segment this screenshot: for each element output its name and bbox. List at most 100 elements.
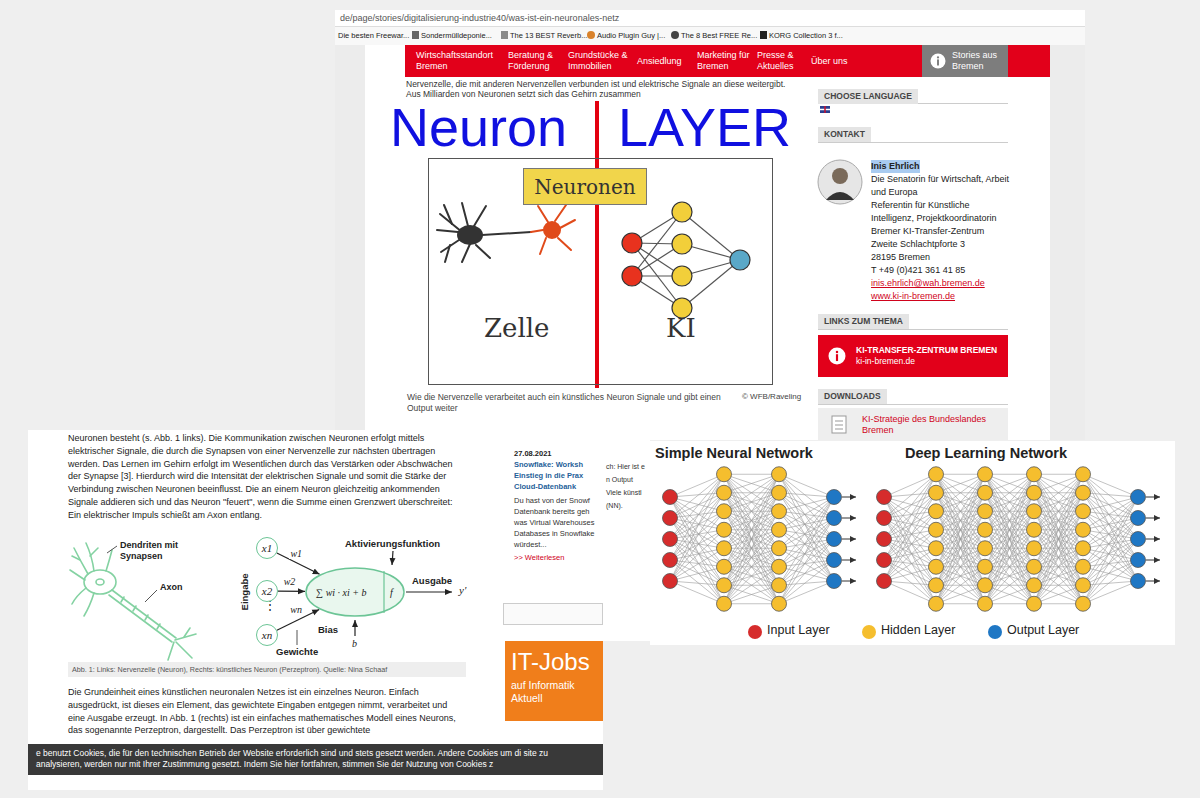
network-link: [724, 511, 779, 604]
network-neuron: [1076, 485, 1091, 500]
weight-label: w1: [289, 548, 303, 559]
network-link: [1083, 539, 1138, 585]
sidebar-teaser-text: würdest...: [514, 540, 547, 549]
drawing-line: [157, 624, 160, 629]
figure-label: Aktivierungsfunktion: [345, 538, 440, 550]
network-neuron: [877, 553, 892, 568]
network-link: [1034, 548, 1083, 604]
network-link: [779, 474, 834, 497]
network-link: [985, 548, 1034, 604]
network-link: [884, 497, 936, 511]
network-link: [779, 560, 834, 585]
network-neuron: [978, 522, 993, 537]
drawing-path: [437, 230, 458, 232]
network-neuron: [1076, 504, 1091, 519]
network-neuron: [663, 532, 678, 547]
drawing-line: [835, 421, 843, 422]
network-link: [1083, 518, 1138, 604]
nav-item: Wirtschaftsstandort Bremen: [416, 50, 502, 72]
network-neuron: [827, 532, 842, 547]
link-box: KI-TRANSFER-ZENTRUM BREMENki-in-bremen.d…: [818, 335, 1008, 377]
contact-line: Referentin für Künstliche Intelligenz, P…: [871, 199, 1011, 238]
network-neuron: [929, 541, 944, 556]
drawing-path: [538, 206, 548, 222]
overlay-title: LAYER: [618, 100, 791, 154]
network-link: [779, 497, 834, 604]
network-link: [670, 474, 724, 539]
bookmark-label: Audio Plugin Guy |...: [597, 31, 665, 40]
drawing-g: [622, 202, 750, 318]
network-link: [1083, 474, 1138, 560]
ad-box: IT-Jobsauf Informatik Aktuell: [505, 641, 603, 721]
network-link: [779, 474, 834, 539]
network-link: [724, 567, 779, 604]
network-link: [670, 474, 724, 497]
bookmark-label: The 13 BEST Reverb...: [510, 31, 587, 40]
drawing-line: [145, 590, 157, 602]
network-neuron: [929, 504, 944, 519]
contact-link: inis.ehrlich@wah.bremen.de: [871, 277, 985, 290]
network-link: [724, 548, 779, 604]
network-link: [779, 493, 834, 581]
network-neuron: [827, 490, 842, 505]
network-link: [779, 581, 834, 604]
drawing-ellipse: [96, 579, 104, 585]
illustration-word: Zelle: [484, 313, 549, 344]
tab-rule: [818, 329, 1008, 330]
teaser-title: Snowflake: Worksh: [514, 460, 583, 469]
network-link: [670, 530, 724, 581]
network-drawing: [663, 467, 1161, 612]
network-link: [1034, 474, 1083, 530]
network-link: [670, 474, 724, 560]
network-link: [1083, 539, 1138, 548]
image-credit: © WFB/Raveling: [742, 392, 801, 402]
network-link: [985, 511, 1034, 604]
network-link: [1083, 539, 1138, 567]
network-neuron: [978, 541, 993, 556]
bookmark-label: Sondermülldeponie...: [421, 31, 492, 40]
output-arrow: [842, 518, 856, 519]
network-link: [1083, 560, 1138, 604]
network-neuron: [877, 511, 892, 526]
illustration-frame: ZelleKINeuronen: [428, 158, 773, 385]
figure-caption: Abb. 1: Links: Nervenzelle (Neuron), Rec…: [68, 662, 466, 677]
drawing-g: [531, 205, 575, 254]
drawing-circle: [818, 160, 862, 204]
network-neuron: [1027, 541, 1042, 556]
drawing-path: [70, 570, 85, 580]
download-link: KI-Strategie des Bundeslandes Bremen: [862, 414, 1002, 436]
tab-rule: [818, 404, 1008, 405]
network-link: [724, 474, 779, 567]
network-neuron: [827, 574, 842, 589]
icon-bar: [937, 59, 939, 65]
drawing-line: [406, 591, 452, 592]
network-link: [724, 474, 779, 604]
network-link: [1034, 511, 1083, 604]
sidebar-teaser-text: Datenbank bereits geh: [514, 507, 589, 516]
network-link: [936, 474, 985, 567]
network-neuron: [663, 490, 678, 505]
network-neuron: [929, 596, 944, 611]
contact-link: www.ki-in-bremen.de: [871, 290, 955, 303]
network-link: [884, 493, 936, 560]
drawing-rect: [832, 416, 846, 433]
network-neuron: [877, 490, 892, 505]
network-neuron: [929, 559, 944, 574]
ellipse-shape: [306, 568, 404, 616]
article-paragraph: Neuronen besteht (s. Abb. 1 links). Die …: [68, 432, 466, 522]
network-link: [1083, 497, 1138, 604]
drawing-path: [531, 230, 543, 232]
network-neuron: [663, 574, 678, 589]
network-link: [779, 567, 834, 581]
network-neuron: [1131, 511, 1146, 526]
network-link: [670, 493, 724, 560]
stories-button: Stories aus Bremen: [922, 45, 1008, 77]
network-link: [670, 548, 724, 581]
drawing-circle: [543, 221, 561, 239]
network-neuron: [929, 467, 944, 482]
drawing-path: [474, 206, 486, 226]
network-link: [779, 560, 834, 604]
network-link: [670, 511, 724, 539]
network-neuron: [1076, 596, 1091, 611]
network-link: [724, 474, 779, 585]
